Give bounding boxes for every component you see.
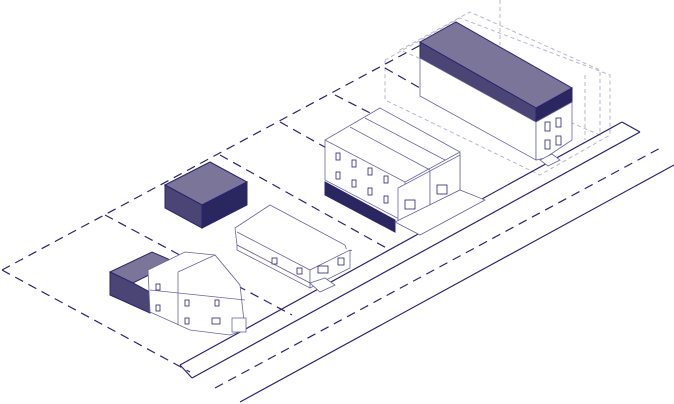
- street: [179, 121, 674, 403]
- row-house: [324, 107, 486, 236]
- ranch-house: [234, 204, 353, 293]
- dark-box-building: [163, 161, 249, 229]
- house-with-garage: [108, 251, 247, 336]
- tall-building: [418, 21, 574, 167]
